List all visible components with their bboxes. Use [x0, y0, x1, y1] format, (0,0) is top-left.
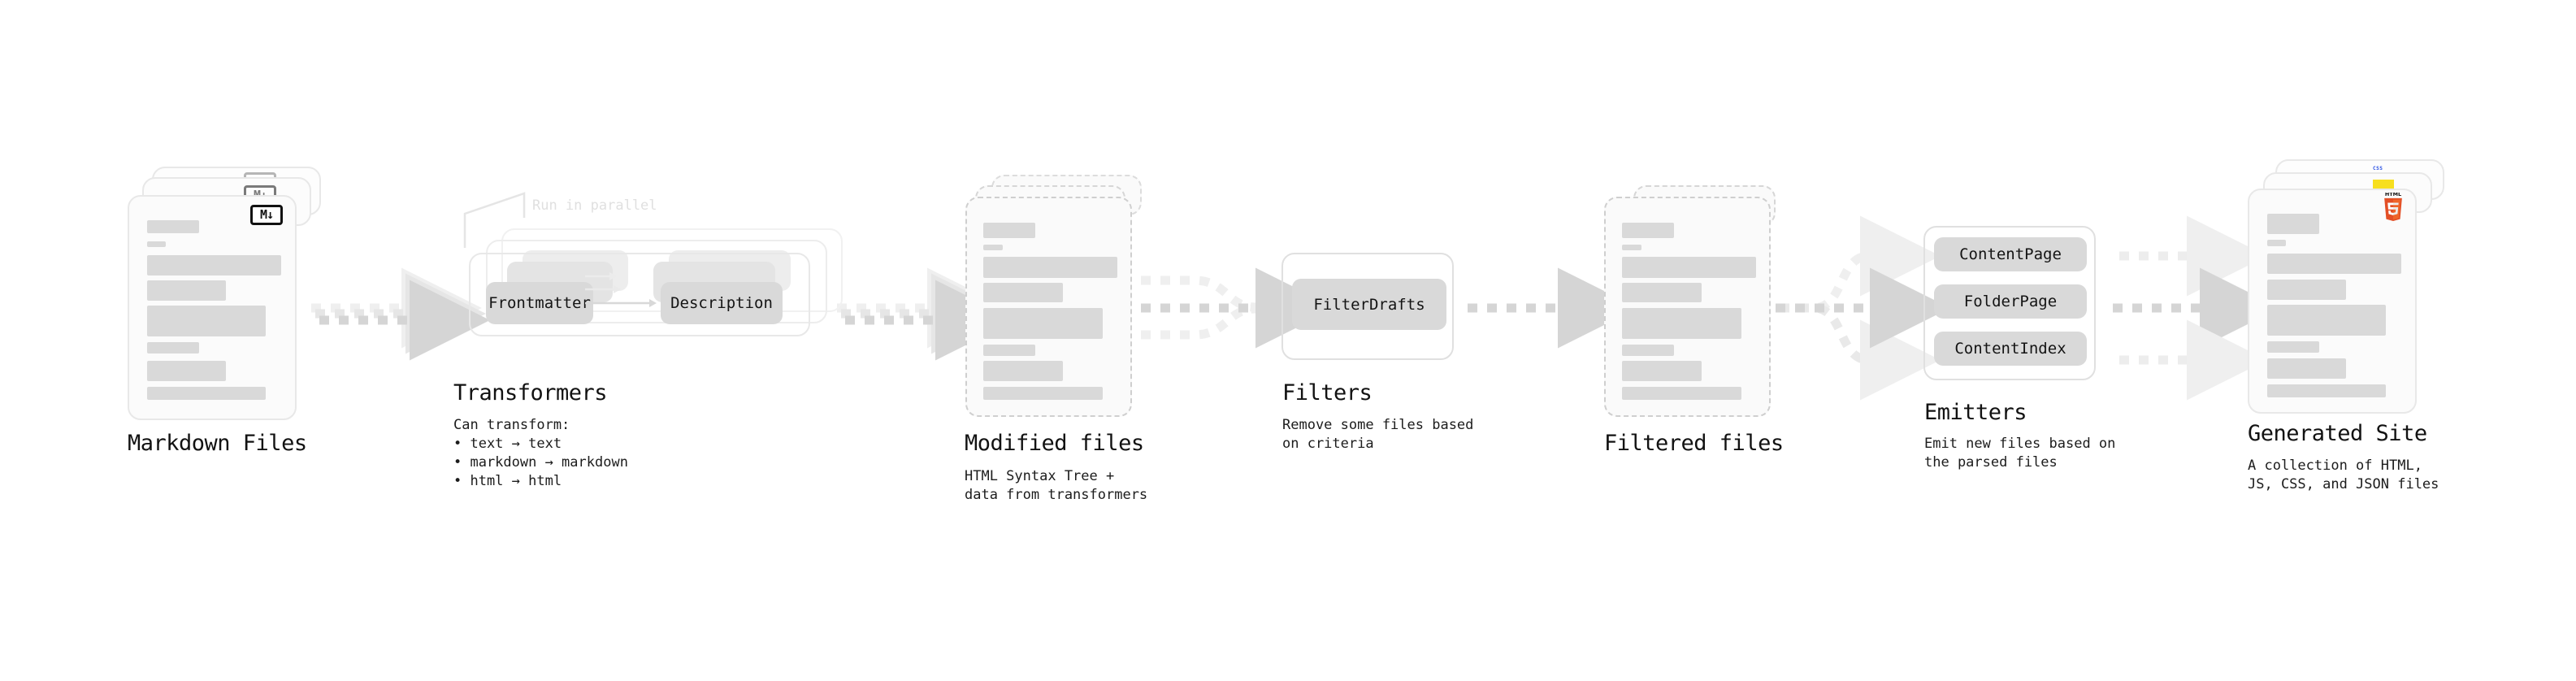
doc-bar [983, 283, 1063, 302]
doc-bar [983, 345, 1035, 356]
css3-icon-label: CSS [2373, 166, 2383, 171]
doc-bar [983, 245, 1003, 250]
doc-bar [983, 361, 1063, 381]
transformer-inner-arrows [585, 272, 657, 307]
stage-desc-filters: Remove some files based on criteria [1282, 417, 1474, 452]
doc-bar [1622, 387, 1741, 400]
stage-label-markdown-files: Markdown Files [128, 431, 307, 456]
stage-desc-generated-site: A collection of HTML, JS, CSS, and JSON … [2248, 458, 2439, 492]
doc-bar [2267, 384, 2386, 397]
doc-bar [1622, 361, 1702, 381]
javascript-icon [2373, 180, 2394, 191]
doc-bar [983, 387, 1103, 400]
doc-bar [147, 387, 266, 400]
generated-file-card [2248, 189, 2417, 414]
emitter-node-contentpage[interactable]: ContentPage [1934, 237, 2087, 271]
doc-bar [147, 280, 226, 301]
transformer-node-frontmatter[interactable]: Frontmatter [486, 282, 593, 324]
stage-label-modified-files: Modified files [965, 431, 1144, 456]
transformer-node-description[interactable]: Description [661, 282, 783, 324]
filtered-file-card [1604, 197, 1771, 417]
stage-label-emitters: Emitters [1924, 400, 2027, 425]
doc-bar [1622, 245, 1641, 250]
doc-bar [1622, 345, 1674, 356]
modified-file-card [965, 197, 1132, 417]
emitters-group [1923, 226, 2096, 380]
doc-bar [147, 361, 226, 381]
doc-bar [1622, 223, 1674, 238]
emitter-node-contentindex[interactable]: ContentIndex [1934, 332, 2087, 366]
doc-bar [983, 257, 1117, 278]
markdown-file-card [128, 195, 297, 420]
arrow-emitters-to-site [2113, 215, 2280, 401]
emitter-node-folderpage[interactable]: FolderPage [1934, 284, 2087, 319]
doc-bar [2267, 358, 2346, 379]
stage-label-generated-site: Generated Site [2248, 421, 2427, 446]
doc-bar [2267, 280, 2346, 300]
doc-bar [2267, 305, 2386, 336]
doc-bar [2267, 254, 2401, 274]
stage-desc-modified-files: HTML Syntax Tree + data from transformer… [965, 468, 1148, 503]
doc-bar [147, 220, 199, 233]
doc-bar [983, 223, 1035, 238]
arrow-markdown-to-transformers [311, 267, 490, 361]
parallel-annotation: Run in parallel [532, 197, 657, 214]
markdown-icon: M↓ [250, 205, 283, 225]
doc-bar [1622, 257, 1756, 278]
doc-bar [147, 306, 266, 336]
doc-bar [147, 342, 199, 354]
stage-desc-emitters: Emit new files based on the parsed files [1924, 436, 2116, 471]
transformer-group [469, 253, 810, 336]
stage-desc-transformers: Can transform: • text → text • markdown … [453, 417, 628, 489]
doc-bar [1622, 283, 1702, 302]
svg-text:HTML: HTML [2385, 193, 2401, 197]
doc-bar [983, 308, 1103, 339]
arrow-transformers-to-modified [837, 267, 1016, 361]
arrow-modified-to-filters [1141, 267, 1336, 349]
arrow-filtered-to-emitters [1776, 215, 1950, 401]
stage-label-filtered-files: Filtered files [1604, 431, 1784, 456]
filter-node-filterdrafts[interactable]: FilterDrafts [1292, 279, 1446, 330]
doc-bar [2267, 240, 2286, 246]
doc-bar [1622, 308, 1741, 339]
stage-label-transformers: Transformers [453, 380, 608, 406]
doc-bar [147, 255, 281, 275]
doc-bar [147, 241, 166, 247]
filters-group [1281, 253, 1454, 360]
stage-label-filters: Filters [1282, 380, 1373, 406]
html5-icon: HTML [2381, 191, 2405, 222]
doc-bar [2267, 214, 2319, 234]
transformer-group-back-1 [486, 240, 827, 323]
doc-bar [2267, 341, 2319, 353]
